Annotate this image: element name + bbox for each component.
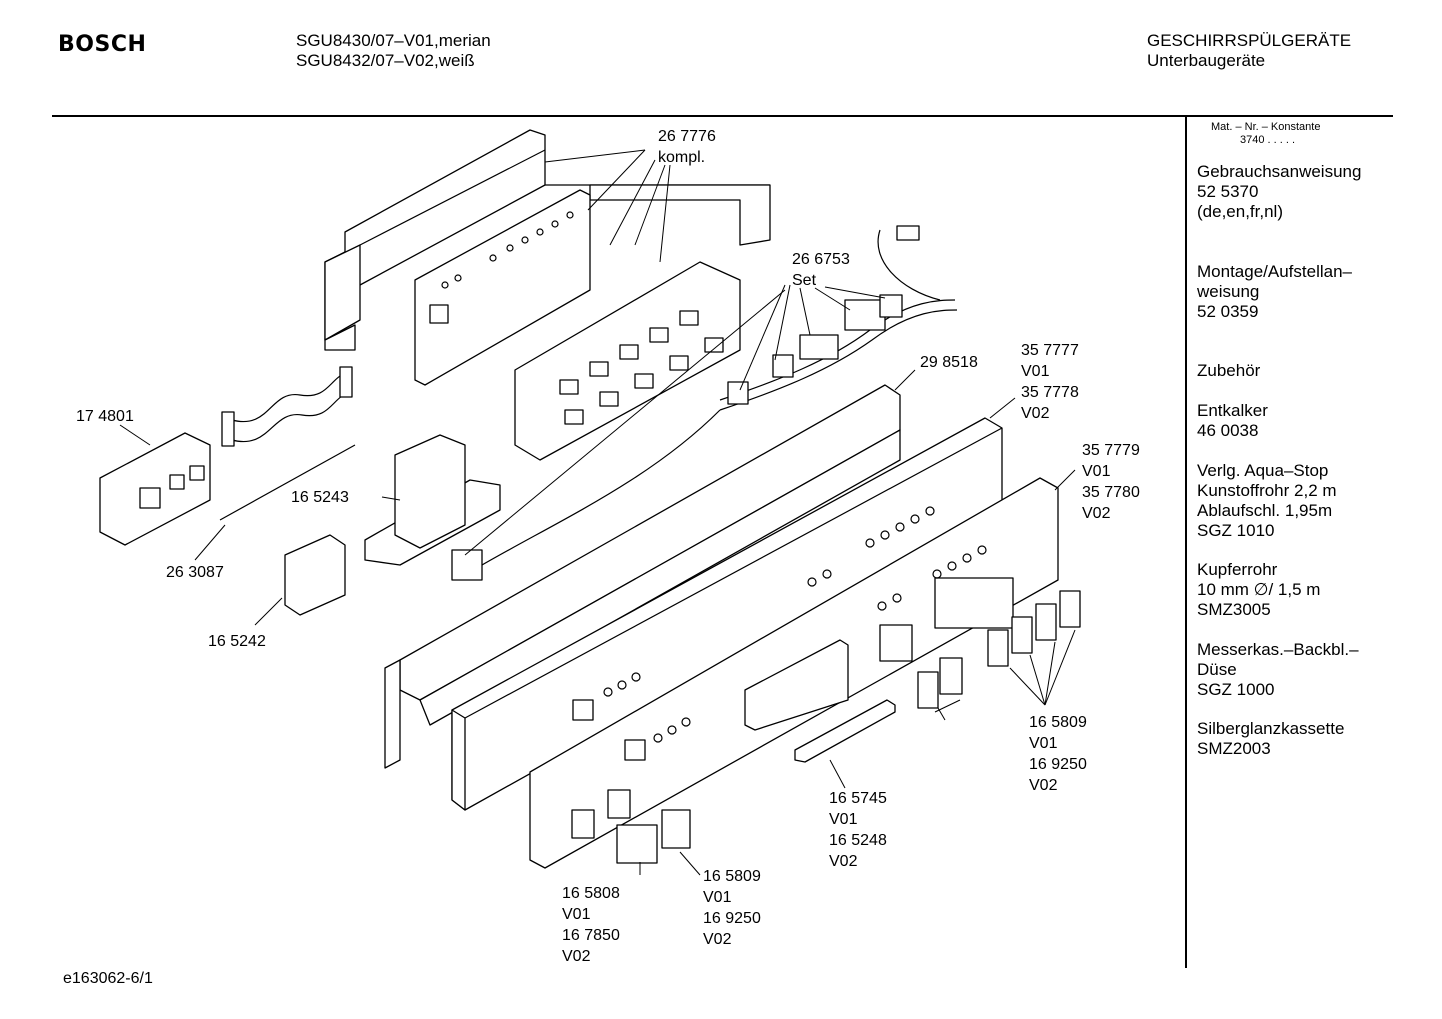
variant: V01 [1082,463,1111,480]
sidebar-text: Düse [1197,660,1237,679]
part-label-298518: 29 8518 [920,352,978,373]
matnr-block: Mat. – Nr. – Konstante 3740 . . . . . [1211,121,1320,147]
part-label-266753: 26 6753 Set [792,249,850,291]
part-number: 16 5243 [291,489,349,506]
control-pcb-part [414,189,591,386]
part-number: 26 7776 [658,128,716,145]
part-label-174801: 17 4801 [76,406,134,427]
sidebar-text: 10 mm ∅/ 1,5 m [1197,580,1321,599]
part-number: 35 7779 [1082,442,1140,459]
part-label-165808: 16 5808 V01 16 7850 V02 [562,883,620,967]
display-module-part [99,432,211,546]
variant: V01 [703,889,732,906]
sidebar-text: Messerkas.–Backbl.– [1197,640,1359,659]
matnr-value: 3740 . . . . . [1240,134,1296,146]
variant: V02 [1021,405,1050,422]
part-label-165745: 16 5745 V01 16 5248 V02 [829,788,887,872]
sidebar-text: Silberglanzkassette [1197,719,1345,738]
part-number: 26 6753 [792,251,850,268]
sidebar-item-kupferrohr: Kupferrohr 10 mm ∅/ 1,5 m SMZ3005 [1197,560,1320,620]
part-number: 17 4801 [76,408,134,425]
part-label-165243: 16 5243 [291,487,349,508]
variant: V02 [1029,777,1058,794]
key-buttons-part [616,590,1081,864]
sidebar-item-entkalker: Entkalker 46 0038 [1197,401,1268,441]
sidebar-text: SMZ2003 [1197,739,1271,758]
part-label-357777: 35 7777 V01 35 7778 V02 [1021,340,1079,424]
part-label-267776: 26 7776 kompl. [658,126,716,168]
variant: V02 [829,853,858,870]
leader-lines [119,149,1076,876]
drawing-code: e163062-6/1 [63,970,153,987]
part-label-165809-bottom: 16 5809 V01 16 9250 V02 [703,866,761,950]
part-number: 29 8518 [920,354,978,371]
variant: V02 [703,931,732,948]
sidebar-text: weisung [1197,282,1260,301]
part-number: 16 9250 [1029,756,1087,773]
part-number: 35 7778 [1021,384,1079,401]
sidebar-text: Gebrauchsanweisung [1197,162,1362,181]
model-list: SGU8430/07–V01,merian SGU8432/07–V02,wei… [296,31,491,71]
sidebar-text: 46 0038 [1197,421,1259,440]
sidebar-text: 52 5370 [1197,182,1259,201]
ribbon-cable-part [221,366,353,447]
sidebar-text: Zubehör [1197,361,1261,380]
part-number: 16 7850 [562,927,620,944]
category-block: GESCHIRRSPÜLGERÄTE Unterbaugeräte [1147,31,1351,71]
part-number: 26 3087 [166,564,224,581]
category-subtitle: Unterbaugeräte [1147,51,1266,70]
sidebar-text: Ablaufschl. 1,95m [1197,501,1333,520]
sidebar-text: SGZ 1000 [1197,680,1275,699]
matnr-title: Mat. – Nr. – Konstante [1211,121,1321,133]
part-label-165242: 16 5242 [208,631,266,652]
variant: V01 [829,811,858,828]
sidebar-text: Montage/Aufstellan– [1197,262,1352,281]
relay-part [284,534,346,616]
sidebar-text: Kupferrohr [1197,560,1278,579]
sidebar-text: 52 0359 [1197,302,1259,321]
sidebar-item-silberglanz: Silberglanzkassette SMZ2003 [1197,719,1344,759]
switch-carrier-part [514,261,741,461]
sidebar-text: Kunstoffrohr 2,2 m [1197,481,1337,500]
part-number: 16 5809 [703,868,761,885]
sidebar-item-aquastop: Verlg. Aqua–Stop Kunstoffrohr 2,2 m Abla… [1197,461,1337,541]
sidebar-item-gebrauchsanweisung: Gebrauchsanweisung 52 5370 (de,en,fr,nl) [1197,162,1361,222]
sidebar-text: Verlg. Aqua–Stop [1197,461,1329,480]
part-label-263087: 26 3087 [166,562,224,583]
variant: V02 [1082,505,1111,522]
part-number: 16 5745 [829,790,887,807]
model-line: SGU8432/07–V02,weiß [296,51,475,70]
variant: V01 [1029,735,1058,752]
inner-panel-part [384,384,901,769]
variant: V01 [562,906,591,923]
part-number: 16 5242 [208,633,266,650]
variant: V01 [1021,363,1050,380]
part-number: 16 5248 [829,832,887,849]
sidebar-text: SGZ 1010 [1197,521,1275,540]
part-note: Set [792,272,817,289]
wire-part [219,444,356,521]
sidebar-text: SMZ3005 [1197,600,1271,619]
wiring-harness-part [451,225,958,581]
sidebar-text: (de,en,fr,nl) [1197,202,1283,221]
model-line: SGU8430/07–V01,merian [296,31,491,50]
part-number: 16 9250 [703,910,761,927]
part-number: 35 7777 [1021,342,1079,359]
part-number: 16 5808 [562,885,620,902]
sidebar-item-montage: Montage/Aufstellan– weisung 52 0359 [1197,262,1352,322]
sidebar-item-messerkasten: Messerkas.–Backbl.– Düse SGZ 1000 [1197,640,1359,700]
brand-logo: BOSCH [58,32,147,57]
sidebar-item-zubehoer: Zubehör [1197,361,1260,381]
category-title: GESCHIRRSPÜLGERÄTE [1147,31,1352,50]
part-number: 16 5809 [1029,714,1087,731]
part-number: 35 7780 [1082,484,1140,501]
part-note: kompl. [658,149,706,166]
part-label-357779: 35 7779 V01 35 7780 V02 [1082,440,1140,524]
sidebar-text: Entkalker [1197,401,1268,420]
holder-part [364,434,501,566]
variant: V02 [562,948,591,965]
facia-panel-part [529,477,1059,869]
part-label-165809-right: 16 5809 V01 16 9250 V02 [1029,712,1087,796]
